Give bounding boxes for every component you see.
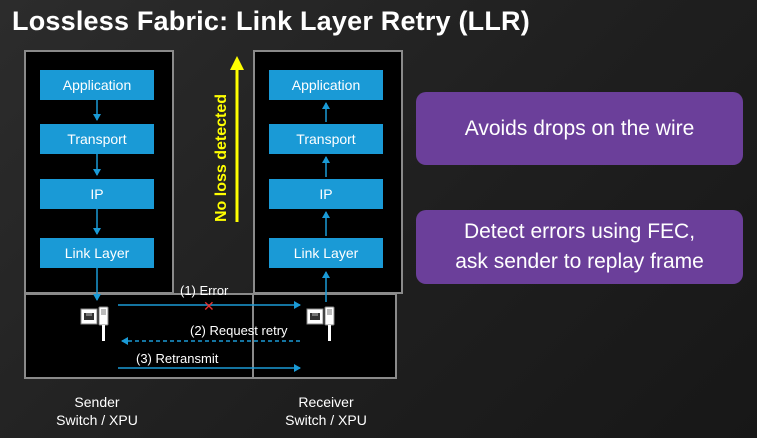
callout-detect-errors-line1: Detect errors using FEC, <box>463 220 696 243</box>
callout-detect-errors-line2: ask sender to replay frame <box>455 250 704 273</box>
sender-caption: Sender Switch / XPU <box>27 393 167 429</box>
receiver-stack: Application Transport IP Link Layer <box>253 50 403 294</box>
receiver-ip-layer: IP <box>269 179 383 209</box>
receiver-transport-layer: Transport <box>269 124 383 154</box>
callout-avoids-drops: Avoids drops on the wire <box>416 92 743 165</box>
no-loss-arrowhead <box>230 56 244 70</box>
no-loss-detected-note: No loss detected <box>213 93 230 222</box>
sender-transport-layer: Transport <box>40 124 154 154</box>
physical-divider <box>252 293 254 379</box>
callout-detect-errors: Detect errors using FEC, ask sender to r… <box>416 210 743 284</box>
physical-link-box <box>24 293 397 379</box>
sender-caption-line1: Sender <box>74 394 120 410</box>
request-retry-label: (2) Request retry <box>190 323 288 338</box>
sender-link-layer: Link Layer <box>40 238 154 268</box>
receiver-caption-line2: Switch / XPU <box>285 412 367 428</box>
error-label: (1) Error <box>180 283 229 298</box>
receiver-port-icon <box>306 306 335 341</box>
receiver-link-layer: Link Layer <box>269 238 383 268</box>
receiver-application-layer: Application <box>269 70 383 100</box>
callout-avoids-drops-text: Avoids drops on the wire <box>464 116 695 140</box>
sender-port-icon <box>80 306 109 341</box>
receiver-caption: Receiver Switch / XPU <box>256 393 396 429</box>
receiver-caption-line1: Receiver <box>298 394 354 410</box>
sender-ip-layer: IP <box>40 179 154 209</box>
sender-stack: Application Transport IP Link Layer <box>24 50 174 294</box>
sender-caption-line2: Switch / XPU <box>56 412 138 428</box>
slide-title: Lossless Fabric: Link Layer Retry (LLR) <box>12 6 530 36</box>
sender-application-layer: Application <box>40 70 154 100</box>
retransmit-label: (3) Retransmit <box>136 351 219 366</box>
error-x-icon: ✕ <box>203 298 215 314</box>
